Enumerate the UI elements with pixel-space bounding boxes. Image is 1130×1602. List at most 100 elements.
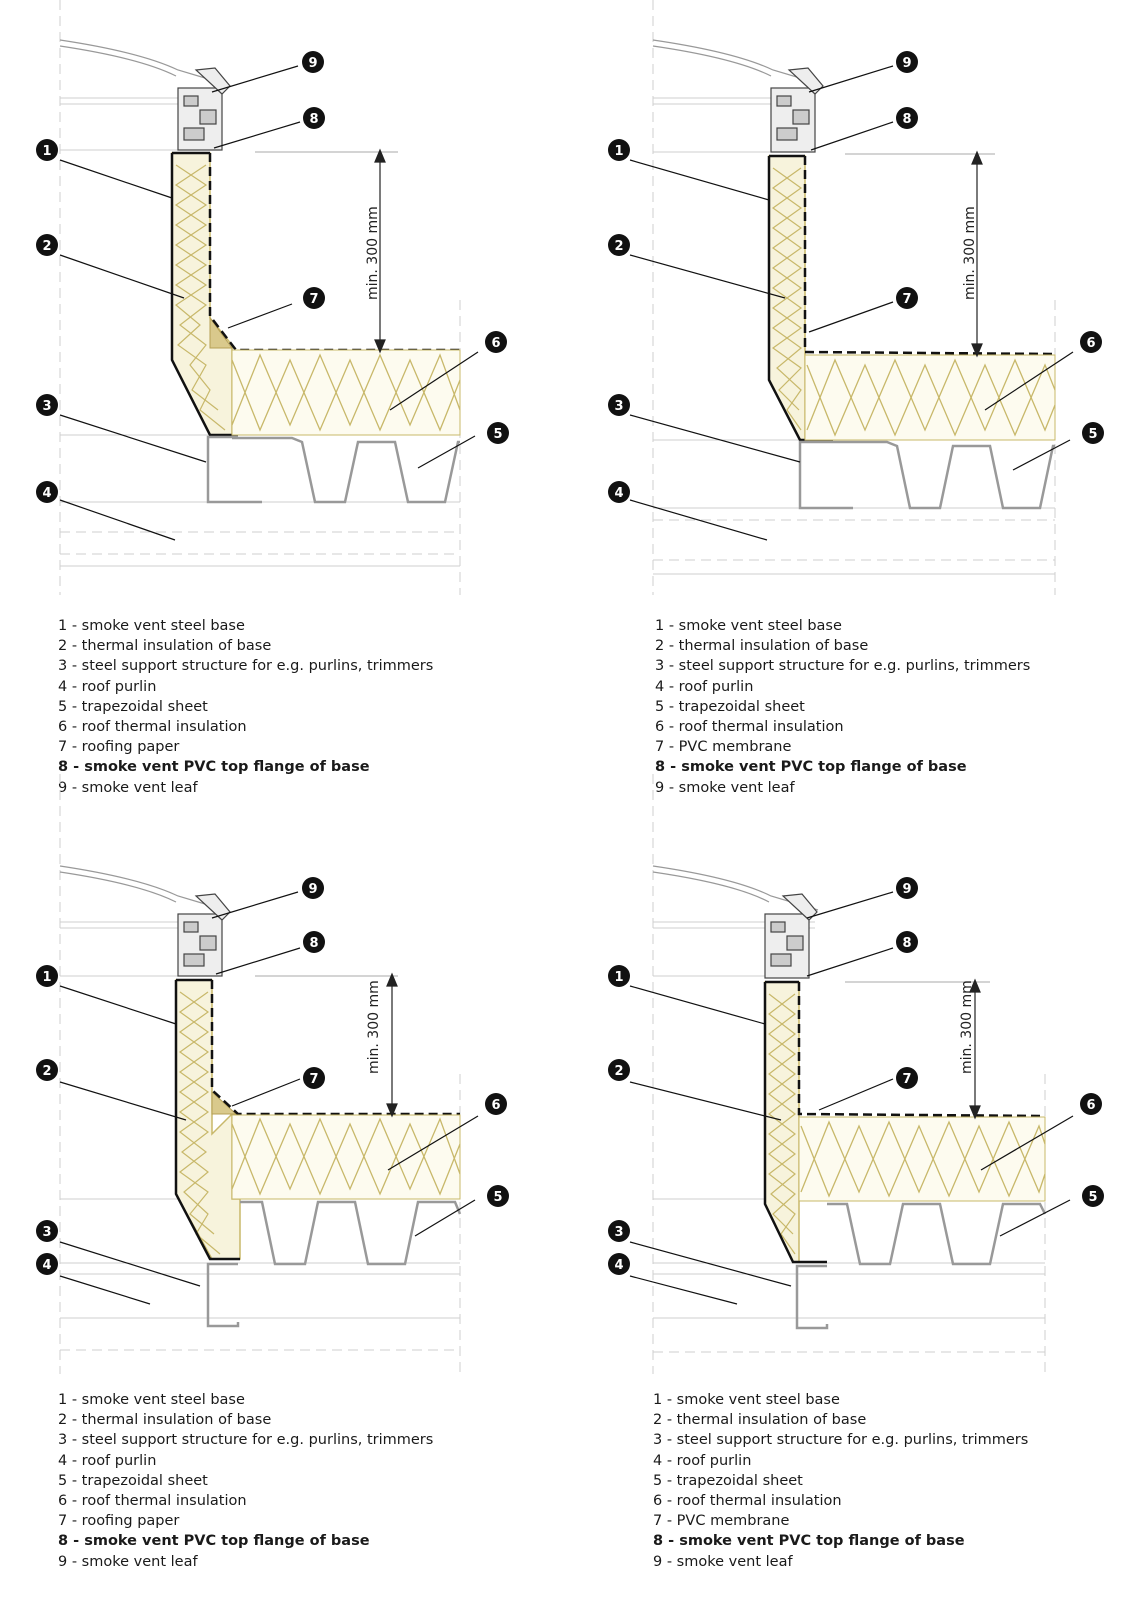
steel-base bbox=[763, 980, 827, 1264]
svg-text:1: 1 bbox=[614, 144, 623, 159]
callout-1: 1 bbox=[36, 965, 58, 987]
svg-text:5: 5 bbox=[1088, 427, 1097, 442]
legend-item: 5 - trapezoidal sheet bbox=[58, 1472, 208, 1489]
legend-item: 3 - steel support structure for e.g. pur… bbox=[653, 1432, 1029, 1449]
trapezoidal-sheet bbox=[827, 1202, 1047, 1266]
dimension-label: min. 300 mm bbox=[962, 206, 978, 300]
base-insulation bbox=[171, 152, 233, 436]
legend-item: 8 - smoke vent PVC top flange of base bbox=[653, 1533, 965, 1550]
legend-item: 1 - smoke vent steel base bbox=[655, 618, 842, 634]
smoke-vent-leaf-profile bbox=[177, 893, 231, 977]
callout-9: 9 bbox=[896, 51, 918, 73]
svg-text:5: 5 bbox=[493, 1190, 502, 1205]
legend-item: 1 - smoke vent steel base bbox=[653, 1392, 840, 1408]
legend-item: 1 - smoke vent steel base bbox=[58, 1392, 245, 1408]
svg-text:2: 2 bbox=[614, 239, 623, 254]
legend-item: 6 - roof thermal insulation bbox=[58, 719, 247, 736]
smoke-vent-leaf-profile bbox=[764, 893, 818, 979]
callout-2: 2 bbox=[36, 234, 58, 256]
legend-item: 1 - smoke vent steel base bbox=[58, 618, 245, 634]
roof-insulation bbox=[231, 349, 461, 436]
svg-text:4: 4 bbox=[614, 1258, 623, 1273]
svg-text:4: 4 bbox=[42, 1258, 51, 1273]
legend-item: 2 - thermal insulation of base bbox=[58, 1412, 272, 1429]
svg-text:9: 9 bbox=[902, 56, 911, 71]
callout-5: 5 bbox=[487, 1185, 509, 1207]
section-drawing-4: min. 300 mm 1 2 3 4 5 6 7 8 9 bbox=[608, 774, 1104, 1374]
legend-1: 1 - smoke vent steel base 2 - thermal in… bbox=[58, 616, 433, 798]
callout-6: 6 bbox=[485, 1093, 507, 1115]
callout-4: 4 bbox=[36, 481, 58, 503]
legend-item: 6 - roof thermal insulation bbox=[653, 1493, 842, 1510]
section-drawing-2: min. 300 mm 1 2 3 4 5 6 7 8 9 bbox=[608, 0, 1104, 595]
callout-1: 1 bbox=[608, 965, 630, 987]
svg-text:6: 6 bbox=[491, 1098, 500, 1113]
steel-base bbox=[174, 978, 240, 1261]
svg-text:9: 9 bbox=[308, 882, 317, 897]
legend-item: 9 - smoke vent leaf bbox=[653, 1553, 793, 1570]
svg-text:1: 1 bbox=[42, 970, 51, 985]
detail-panel-3: min. 300 mm 1 2 3 4 5 6 7 8 9 1 - smoke … bbox=[0, 774, 565, 1575]
svg-text:2: 2 bbox=[42, 1064, 51, 1079]
callout-4: 4 bbox=[608, 1253, 630, 1275]
legend-item: 2 - thermal insulation of base bbox=[655, 638, 869, 655]
smoke-vent-leaf-profile bbox=[770, 67, 824, 153]
steel-support bbox=[206, 435, 262, 504]
steel-support bbox=[206, 1262, 240, 1328]
svg-text:6: 6 bbox=[1086, 1098, 1095, 1113]
callout-5: 5 bbox=[487, 422, 509, 444]
trapezoidal-sheet bbox=[232, 436, 460, 504]
steel-base bbox=[170, 151, 238, 437]
legend-item: 3 - steel support structure for e.g. pur… bbox=[655, 658, 1031, 675]
callout-3: 3 bbox=[36, 394, 58, 416]
svg-text:4: 4 bbox=[42, 486, 51, 501]
callout-8: 8 bbox=[303, 107, 325, 129]
callout-9: 9 bbox=[896, 877, 918, 899]
section-drawing-1: min. 300 mm 1 2 3 4 5 6 7 8 9 bbox=[36, 0, 509, 595]
legend-item: 5 - trapezoidal sheet bbox=[58, 698, 208, 715]
callout-7: 7 bbox=[896, 287, 918, 309]
detail-panel-1: min. 300 mm 1 2 3 4 5 6 7 8 9 1 - smoke … bbox=[0, 0, 565, 801]
svg-text:9: 9 bbox=[902, 882, 911, 897]
callout-4: 4 bbox=[608, 481, 630, 503]
legend-item: 7 - roofing paper bbox=[58, 739, 180, 756]
callout-9: 9 bbox=[302, 51, 324, 73]
legend-item: 9 - smoke vent leaf bbox=[58, 779, 198, 796]
roofing-membrane bbox=[210, 980, 460, 1116]
legend-item: 8 - smoke vent PVC top flange of base bbox=[655, 759, 967, 776]
callout-9: 9 bbox=[302, 877, 324, 899]
roof-insulation bbox=[804, 354, 1056, 441]
legend-item: 6 - roof thermal insulation bbox=[655, 719, 844, 736]
callout-3: 3 bbox=[608, 1220, 630, 1242]
legend-item: 7 - roofing paper bbox=[58, 1513, 180, 1530]
svg-text:3: 3 bbox=[42, 1225, 51, 1240]
detail-panel-2: min. 300 mm 1 2 3 4 5 6 7 8 9 1 - smoke … bbox=[595, 0, 1130, 801]
svg-text:3: 3 bbox=[614, 399, 623, 414]
legend-item: 4 - roof purlin bbox=[58, 1452, 157, 1469]
svg-text:7: 7 bbox=[309, 1072, 318, 1087]
dimension-label: min. 300 mm bbox=[366, 980, 382, 1074]
callout-6: 6 bbox=[1080, 331, 1102, 353]
roof-insulation bbox=[798, 1116, 1046, 1202]
callout-4: 4 bbox=[36, 1253, 58, 1275]
smoke-vent-leaf-profile bbox=[177, 67, 231, 151]
trapezoidal-sheet bbox=[240, 1200, 462, 1266]
dimension-label: min. 300 mm bbox=[959, 980, 975, 1074]
legend-item: 5 - trapezoidal sheet bbox=[655, 698, 805, 715]
svg-text:6: 6 bbox=[491, 336, 500, 351]
callout-7: 7 bbox=[303, 287, 325, 309]
legend-item: 7 - PVC membrane bbox=[655, 739, 792, 756]
callout-5: 5 bbox=[1082, 1185, 1104, 1207]
dimension-label: min. 300 mm bbox=[365, 206, 381, 300]
svg-text:4: 4 bbox=[614, 486, 623, 501]
legend-item: 3 - steel support structure for e.g. pur… bbox=[58, 1432, 434, 1449]
svg-text:7: 7 bbox=[309, 292, 318, 307]
callout-5: 5 bbox=[1082, 422, 1104, 444]
section-drawing-3: min. 300 mm 1 2 3 4 5 6 7 8 9 bbox=[36, 774, 509, 1374]
svg-text:5: 5 bbox=[1088, 1190, 1097, 1205]
svg-text:3: 3 bbox=[42, 399, 51, 414]
legend-item: 5 - trapezoidal sheet bbox=[653, 1472, 803, 1489]
legend-3: 1 - smoke vent steel base 2 - thermal in… bbox=[58, 1390, 433, 1572]
svg-text:8: 8 bbox=[309, 112, 318, 127]
legend-item: 4 - roof purlin bbox=[655, 678, 754, 695]
